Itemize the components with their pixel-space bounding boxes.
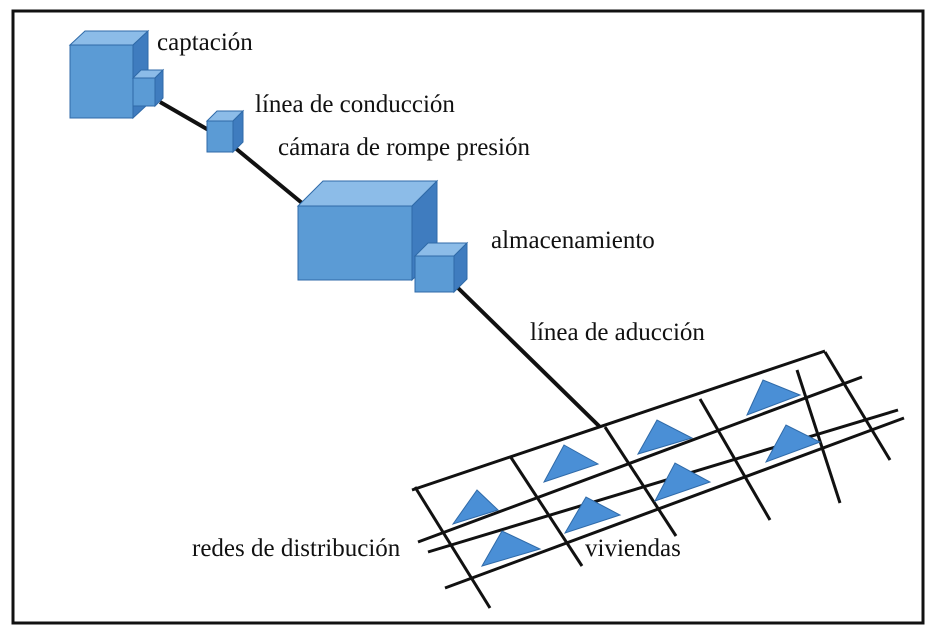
adduction-pipe [453,283,602,429]
distribution-network-grid [411,349,905,609]
label-almacenamiento: almacenamiento [491,227,655,254]
label-viviendas: viviendas [585,535,681,562]
storage-tank-cube-icon [296,179,469,294]
label-camara-rompe-presion: cámara de rompe presión [278,134,530,161]
house-triangle-icon [563,496,622,534]
label-redes-distribucion: redes de distribución [192,535,401,562]
label-linea-aduccion: línea de aducción [530,319,705,346]
label-captacion: captación [157,29,253,56]
house-triangle-icon [653,462,712,502]
pressure-break-chamber-cube-icon [205,109,245,154]
house-triangle-icon [542,444,600,483]
label-linea-conduccion: línea de conducción [255,91,455,118]
house-triangle-icon [480,530,542,567]
houses [451,379,822,567]
house-triangle-icon [451,489,499,525]
house-triangle-icon [636,419,694,455]
conduction-pipe-2 [232,145,304,205]
intake-structure-cube-icon [68,29,165,120]
conduction-pipe-1 [159,100,213,134]
house-triangle-icon [746,379,802,416]
diagram-frame [11,9,925,625]
house-triangle-icon [764,424,822,463]
